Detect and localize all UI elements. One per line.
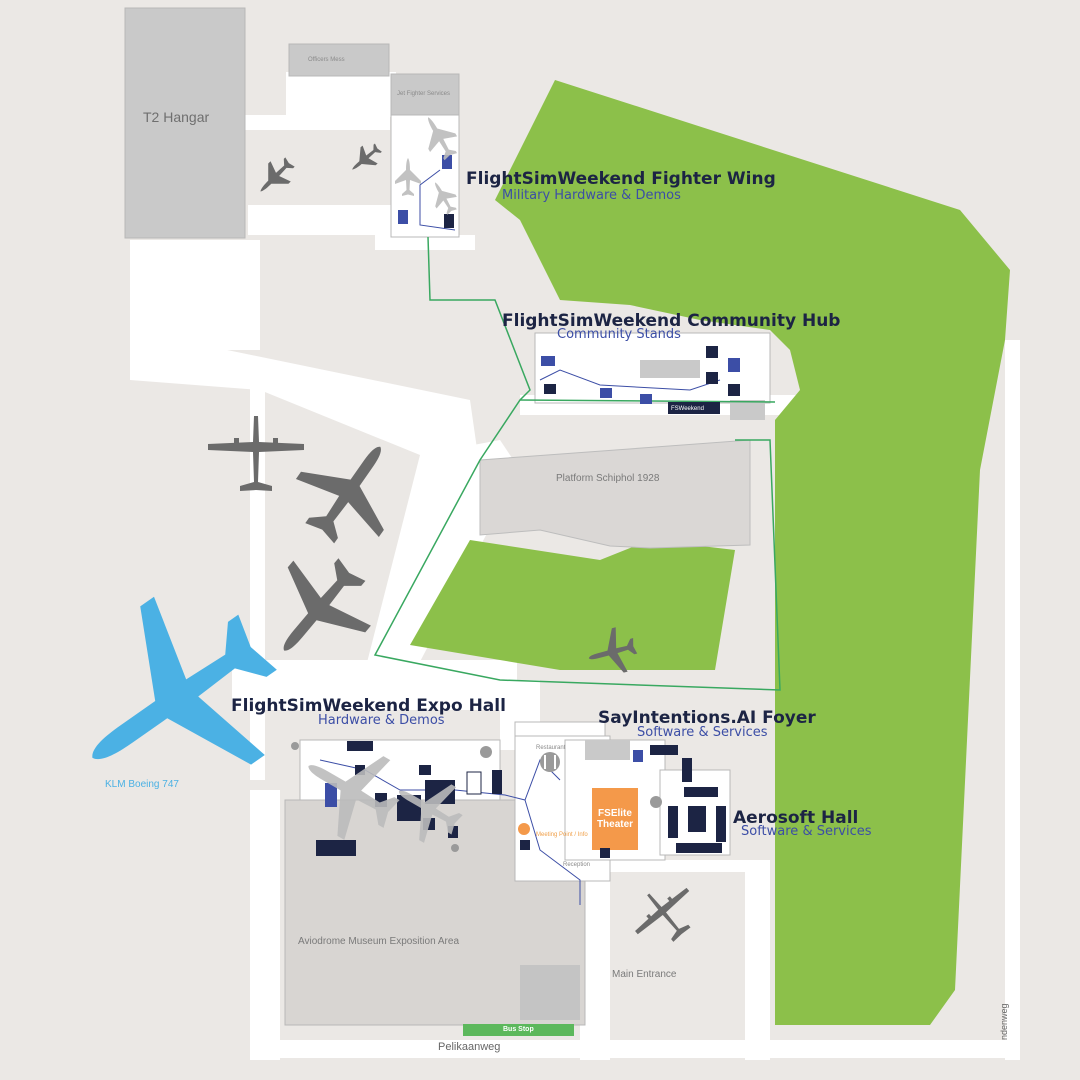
coins-icon — [518, 823, 530, 835]
officers-mess-label: Officers Mess — [308, 57, 345, 63]
aircraft-silhouette-icon — [622, 872, 708, 957]
klm-747-label: KLM Boeing 747 — [105, 779, 179, 790]
sayintentions-subtitle: Software & Services — [637, 725, 768, 740]
roads — [130, 72, 1020, 1060]
jet-fighter-services-label: Jet Fighter Services — [397, 91, 451, 97]
fork-knife-icon — [650, 796, 662, 808]
bus-stop-label: Bus Stop — [503, 1026, 534, 1033]
fselite-theater-label[interactable]: FSElite Theater — [596, 808, 634, 830]
main-entrance-label[interactable]: Main Entrance — [612, 969, 677, 980]
aerosoft-title[interactable]: Aerosoft Hall — [733, 808, 859, 828]
aircraft-silhouette-icon — [250, 151, 301, 202]
sayintentions-title[interactable]: SayIntentions.AI Foyer — [598, 708, 816, 728]
pelikaanweg-label: Pelikaanweg — [438, 1041, 501, 1053]
aircraft-silhouette-icon — [344, 138, 386, 179]
exhibitor-stands — [316, 155, 740, 858]
aerosoft-subtitle: Software & Services — [741, 824, 872, 839]
east-road-label: ndenweg — [999, 1003, 1009, 1040]
platform-label: Platform Schiphol 1928 — [556, 473, 660, 484]
amenity-icons — [291, 742, 662, 852]
info-icon — [451, 844, 459, 852]
fighter-wing-subtitle: Military Hardware & Demos — [502, 188, 681, 203]
grass-areas — [410, 80, 1010, 1025]
expo-hall-subtitle: Hardware & Demos — [318, 713, 445, 728]
orange-note-label: Meeting Point / Info — [536, 832, 588, 838]
restaurant-label: Restaurant — [536, 745, 566, 751]
expo-hall-title[interactable]: FlightSimWeekend Expo Hall — [231, 696, 506, 716]
community-hub-title[interactable]: FlightSimWeekend Community Hub — [502, 311, 841, 331]
aircraft-silhouette-icon — [208, 416, 304, 491]
fork-knife-icon — [540, 752, 560, 772]
museum-label: Aviodrome Museum Exposition Area — [298, 936, 460, 947]
community-hub-subtitle: Community Stands — [557, 327, 681, 342]
fsweekend-stand-label: FSWeekend — [671, 406, 704, 412]
bus-stop-bar — [463, 1024, 574, 1036]
reception-label: Reception — [563, 862, 591, 868]
fork-knife-icon — [480, 746, 492, 758]
info-icon — [291, 742, 299, 750]
fselite-theater-block — [592, 788, 638, 850]
fighter-wing-title[interactable]: FlightSimWeekend Fighter Wing — [466, 169, 776, 189]
t2-hangar-label: T2 Hangar — [143, 109, 210, 125]
